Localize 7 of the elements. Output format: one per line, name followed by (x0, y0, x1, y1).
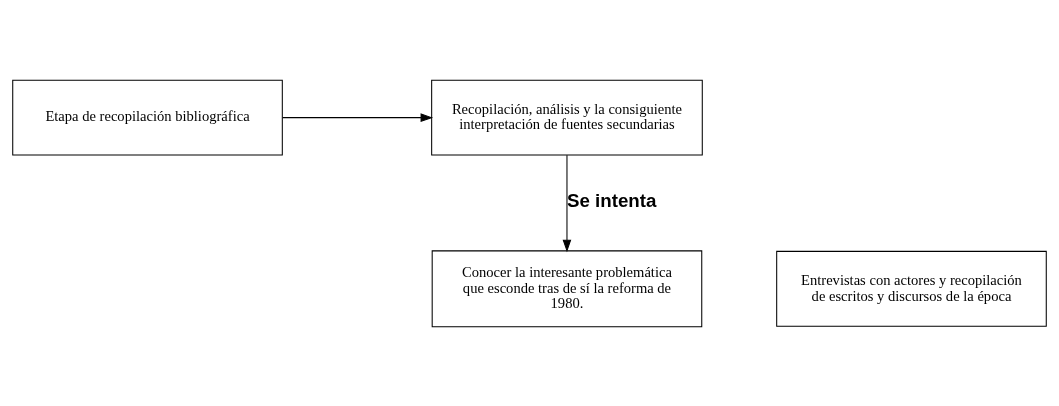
arrow (282, 112, 434, 122)
node-box: Entrevistas con actores y recopilación de escritos y discursos de la época (776, 250, 1047, 327)
arrow (562, 154, 572, 252)
node-box: Etapa de recopilación bibliográfica (12, 79, 283, 156)
node-box: Recopilación, análisis y la consiguiente interpretación de fuentes secundarias (431, 79, 703, 156)
edge-label: Se intenta (566, 189, 657, 211)
node-box: Conocer la interesante problemática que esconde tras de sí la reforma de 1980. (431, 249, 703, 327)
